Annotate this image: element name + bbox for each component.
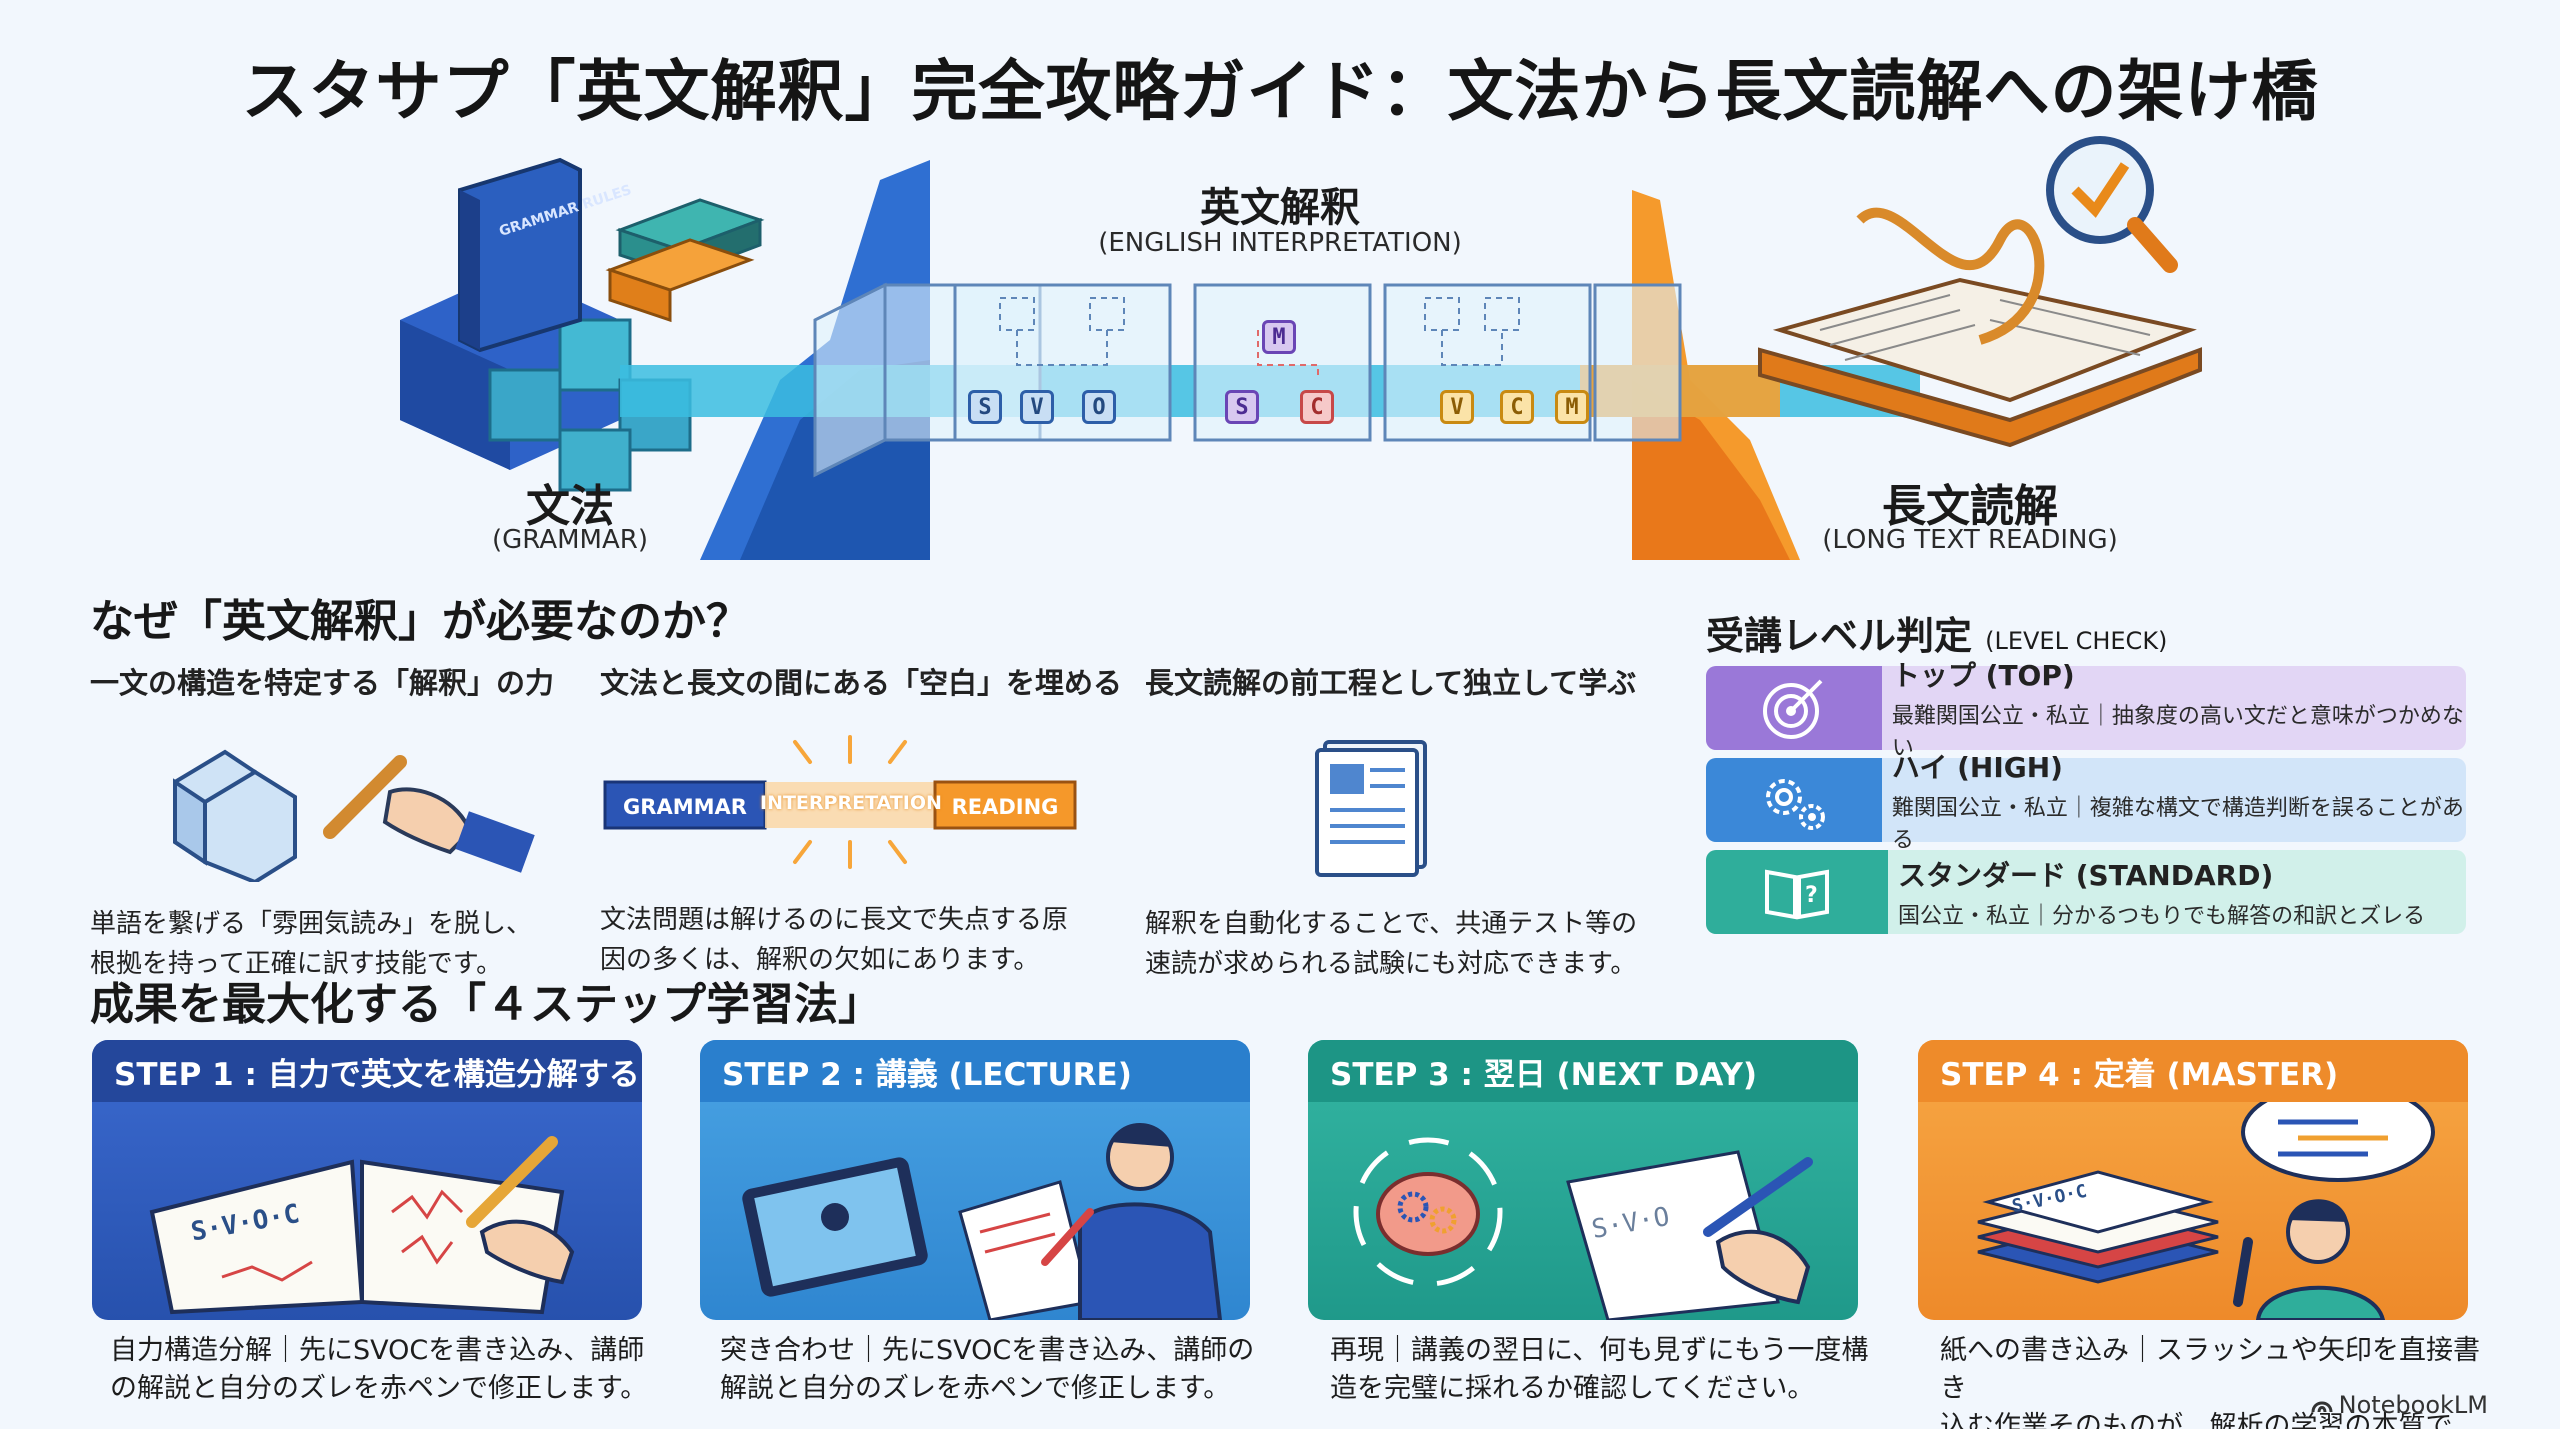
brain-recall-icon: S·V·O <box>1353 1137 1813 1320</box>
why-column-1-title: 一文の構造を特定する「解釈」の力 <box>90 666 555 700</box>
target-icon <box>1706 666 1882 750</box>
why-heading: なぜ「英文解釈」が必要なのか？ <box>90 596 750 647</box>
step-1-body: 自力構造分解｜先にSVOCを書き込み、講師 の解説と自分のズレを赤ペンで修正しま… <box>110 1335 648 1404</box>
gears-icon <box>1706 758 1882 842</box>
pen-writing-icon <box>173 749 535 885</box>
step-4-body: 紙への書き込み｜スラッシュや矢印を直接書き 込む作業そのものが、解析の学習の本質… <box>1940 1335 2480 1429</box>
level-name-top: トップ (TOP) <box>1891 659 2075 692</box>
block-interpretation: INTERPRETATION <box>760 792 942 814</box>
step-card-2: STEP 2 : 講義 (LECTURE) <box>700 1040 1250 1320</box>
hero-left-sublabel: (GRAMMAR) <box>492 525 648 555</box>
hero-right-sublabel: (LONG TEXT READING) <box>1822 525 2118 555</box>
why-column-3: 長文読解の前工程として独立して学ぶ 解釈を自動化することで、共通テスト等の 速読… <box>1145 660 1685 984</box>
grammar-book-icon: GRAMMAR RULES <box>458 157 634 353</box>
hero-illustration: GRAMMAR RULES <box>0 120 2560 560</box>
step-3-body: 再現｜講義の翌日に、何も見ずにもう一度構 造を完璧に採れるか確認してください。 <box>1330 1335 1869 1404</box>
step-3-header: STEP 3 : 翌日 (NEXT DAY) <box>1308 1040 1858 1102</box>
open-notebook-icon: S·V·O·C <box>149 1136 575 1315</box>
block-reading: READING <box>951 795 1059 819</box>
notebooklm-logo-icon <box>2311 1401 2333 1413</box>
step-card-1: STEP 1 : 自力で英文を構造分解する S·V·O·C <box>92 1040 642 1320</box>
svg-text:?: ? <box>1805 883 1818 908</box>
level-check-heading: 受講レベル判定 (LEVEL CHECK) <box>1706 614 2168 658</box>
block-grammar: GRAMMAR <box>623 795 747 819</box>
document-icon <box>1315 740 1427 877</box>
level-desc-high: 難関国公立・私立｜複雑な構文で構造判断を誤ることがある <box>1891 796 2464 853</box>
chip-o: O <box>1082 390 1116 424</box>
why-column-2-title: 文法と長文の間にある「空白」を埋める <box>600 666 1123 700</box>
level-desc-standard: 国公立・私立｜分かるつもりでも解答の和訳とズレる <box>1898 904 2426 929</box>
why-column-3-body: 解釈を自動化することで、共通テスト等の 速読が求められる試験にも対応できます。 <box>1145 909 1638 979</box>
chip-s: S <box>968 390 1002 424</box>
level-desc-top: 最難関国公立・私立｜抽象度の高い文だと意味がつかめない <box>1891 704 2464 761</box>
level-row-standard: ? スタンダード (STANDARD) 国公立・私立｜分かるつもりでも解答の和訳… <box>1706 850 2466 934</box>
bridge-blocks-icon: GRAMMAR INTERPRETATION READING <box>600 722 1160 882</box>
level-row-high: ハイ (HIGH) 難関国公立・私立｜複雑な構文で構造判断を誤ることがある <box>1706 751 2466 853</box>
step-2-body: 突き合わせ｜先にSVOCを書き込み、講師の 解説と自分のズレを赤ペンで修正します… <box>720 1335 1255 1404</box>
glass-bridge-segments <box>813 282 1682 478</box>
hero-center-sublabel: (ENGLISH INTERPRETATION) <box>1098 228 1462 258</box>
hero-center-label: 英文解釈 <box>1200 185 1360 231</box>
master-study-icon: S·V·O·C <box>1977 1082 2435 1320</box>
level-name-standard: スタンダード (STANDARD) <box>1898 859 2274 892</box>
level-name-high: ハイ (HIGH) <box>1891 751 2063 784</box>
step-card-3: STEP 3 : 翌日 (NEXT DAY) S·V·O <box>1308 1040 1858 1320</box>
why-column-1-body: 単語を繋げる「雰囲気読み」を脱し、 根拠を持って正確に訳す技能です。 <box>90 909 533 979</box>
why-column-2: 文法と長文の間にある「空白」を埋める GRAMMAR INTERPRETATIO… <box>600 660 1160 980</box>
magnifier-check-icon <box>2046 136 2178 273</box>
step-2-header: STEP 2 : 講義 (LECTURE) <box>700 1040 1250 1102</box>
hero-right-label: 長文読解 <box>1882 481 2058 532</box>
hero-left-label: 文法 <box>526 481 614 532</box>
chip-v: V <box>1020 390 1054 424</box>
level-row-top: トップ (TOP) 最難関国公立・私立｜抽象度の高い文だと意味がつかめない <box>1706 659 2466 761</box>
page-title: スタサプ「英文解釈」完全攻略ガイド：文法から長文読解への架け橋 <box>241 53 2319 130</box>
chip-m-3: M <box>1555 390 1589 424</box>
step-4-header: STEP 4 : 定着 (MASTER) <box>1918 1040 2468 1102</box>
steps-heading: 成果を最大化する「４ステップ学習法」 <box>90 979 882 1030</box>
chip-c-3: C <box>1500 390 1534 424</box>
chip-s-2: S <box>1225 390 1259 424</box>
why-column-3-title: 長文読解の前工程として独立して学ぶ <box>1145 666 1637 700</box>
open-book-question-icon: ? <box>1706 850 1888 934</box>
stacked-books-icon <box>605 198 765 323</box>
notebooklm-logo: NotebookLM <box>2311 1391 2488 1419</box>
tablet-lecture-icon <box>742 1123 1223 1320</box>
chip-v-3: V <box>1440 390 1474 424</box>
long-text-book-icon <box>1758 207 2202 448</box>
chip-c-2: C <box>1300 390 1334 424</box>
why-column-2-body: 文法問題は解けるのに長文で失点する原 因の多くは、解釈の欠如にあります。 <box>600 905 1069 975</box>
chip-m-top: M <box>1262 320 1296 354</box>
step-1-header: STEP 1 : 自力で英文を構造分解する <box>92 1040 642 1102</box>
why-column-1: 一文の構造を特定する「解釈」の力 単語を繋げる「雰囲気読み」を脱し、 根拠を持っ… <box>90 660 610 984</box>
step-card-4: STEP 4 : 定着 (MASTER) S·V·O·C <box>1918 1040 2468 1320</box>
